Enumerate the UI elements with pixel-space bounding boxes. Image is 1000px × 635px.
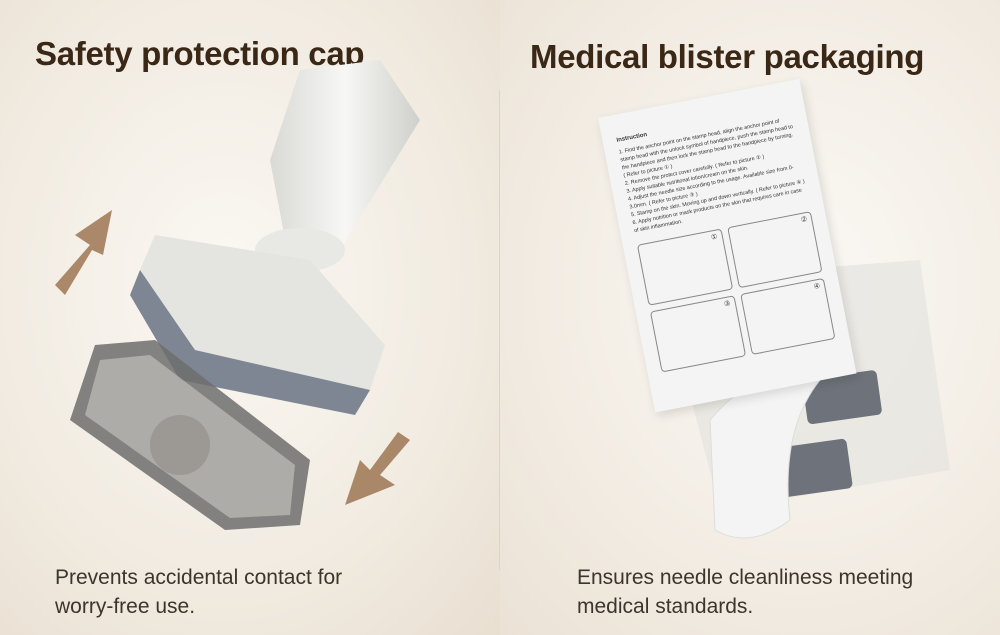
protection-cap [70, 340, 310, 530]
stamp-device-illustration [55, 60, 420, 530]
arrow-up-icon [55, 210, 112, 295]
instruction-picture: ① [636, 228, 733, 306]
arrow-down-icon [345, 432, 410, 505]
instruction-picture: ② [726, 211, 823, 289]
divider [499, 90, 500, 570]
panel-title: Safety protection cap [35, 35, 365, 72]
instruction-picture: ③ [649, 295, 746, 373]
safety-cap-panel: Safety protection cap Prevents accidenta… [0, 0, 500, 635]
instruction-picture: ④ [739, 277, 836, 356]
panel-title: Medical blister packaging [530, 38, 925, 75]
